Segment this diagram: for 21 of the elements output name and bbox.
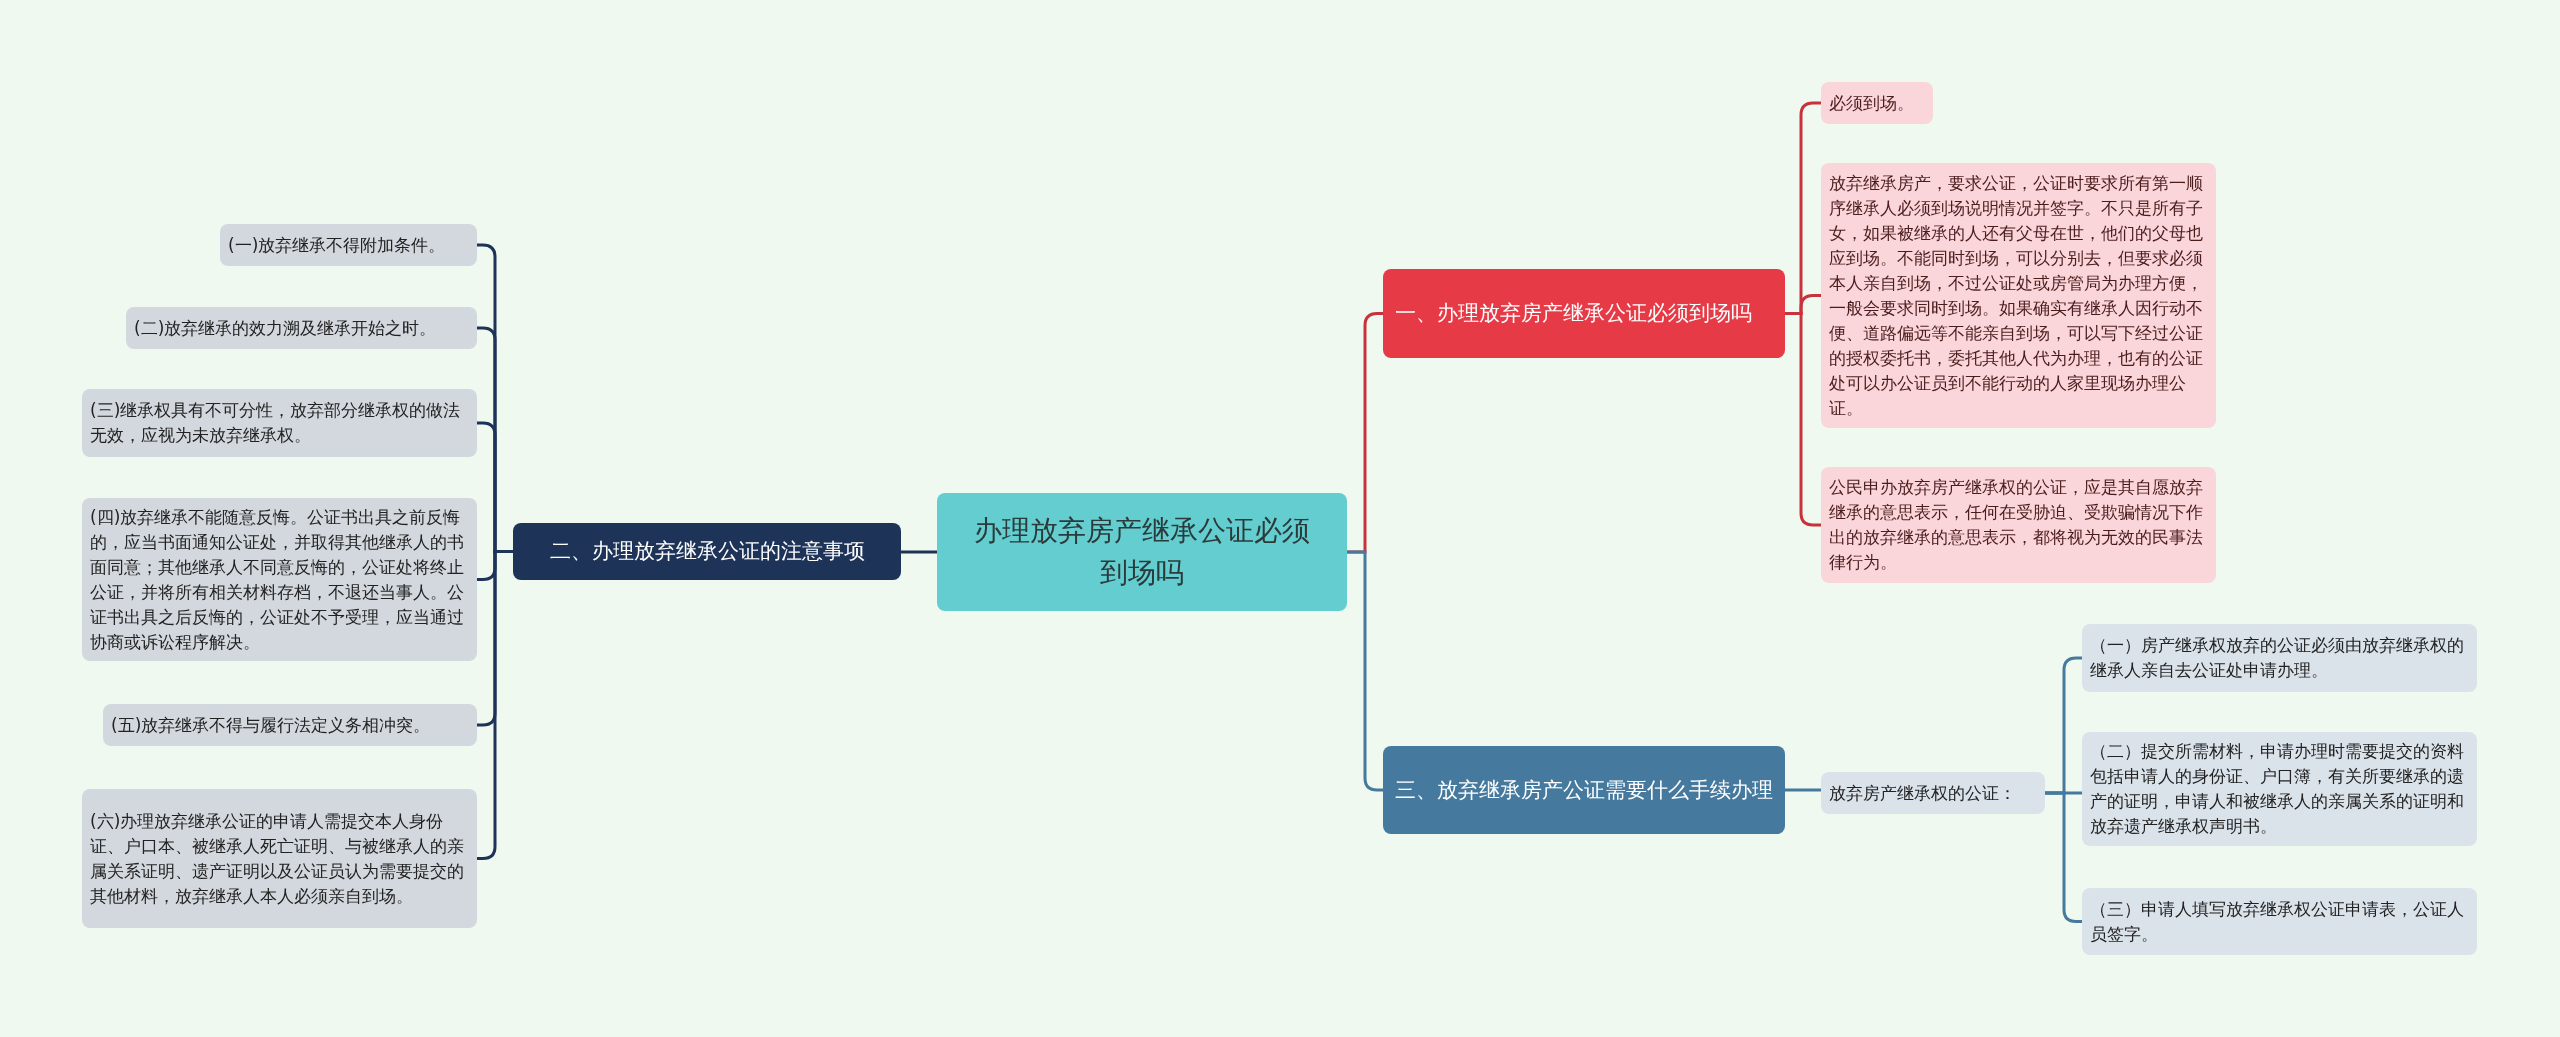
subtopic-box: (六)办理放弃继承公证的申请人需提交本人身份证、户口本、被继承人死亡证明、与被继承人的亲属关系证明、遗产证明以及公证员认为需要提交的其他材料，放弃继承人本人必须亲自到场。 <box>82 789 477 928</box>
subtopic-box: 公民申办放弃房产继承权的公证，应是其自愿放弃继承的意思表示，任何在受胁迫、受欺骗情况下作出的放弃继承的意思表示，都将视为无效的民事法律行为。 <box>1821 467 2216 583</box>
central-topic-box: 办理放弃房产继承公证必须到场吗 <box>937 493 1347 611</box>
branch-topic-box: 三、放弃继承房产公证需要什么手续办理 <box>1383 746 1785 834</box>
subtopic-box: 必须到场。 <box>1821 82 1933 124</box>
connector-line <box>1785 312 1821 527</box>
connector-line <box>1785 788 1821 792</box>
subtopic-box: (五)放弃继承不得与履行法定义务相冲突。 <box>103 704 477 746</box>
subtopic-box: 放弃房产继承权的公证： <box>1821 772 2045 814</box>
subtopic-box: (一)放弃继承不得附加条件。 <box>220 224 477 266</box>
subtopic-box: 放弃继承房产，要求公证，公证时要求所有第一顺序继承人必须到场说明情况并签字。不只是所有子女，如果被继承的人还有父母在世，他们的父母也应到场。不能同时到场，可以分别去，但要求必须本人亲自到场，不过公证处或房管局为办理方便，一般会要求同时到场。如果确实有继承人因行动不便、道路偏远等不能亲自到场，可以写下经过公证的授权委托书，委托其他人代为办理，也有的公证处可以办公证员到不能行动的人家里现场办理公证。 <box>1821 163 2216 428</box>
subtopic-box: (四)放弃继承不能随意反悔。公证书出具之前反悔的，应当书面通知公证处，并取得其他继承人的书面同意；其他继承人不同意反悔的，公证处将终止公证，并将所有相关材料存档，不退还当事人。公证书出具之后反悔的，公证处不予受理，应当通过协商或诉讼程序解决。 <box>82 498 477 661</box>
subtopic-box: （一）房产继承权放弃的公证必须由放弃继承权的继承人亲自去公证处申请办理。 <box>2082 624 2477 692</box>
connector-line <box>477 550 513 860</box>
branch-topic-box: 一、办理放弃房产继承公证必须到场吗 <box>1383 269 1785 358</box>
subtopic-box: (三)继承权具有不可分性，放弃部分继承权的做法无效，应视为未放弃继承权。 <box>82 389 477 457</box>
subtopic-box: (二)放弃继承的效力溯及继承开始之时。 <box>126 307 477 349</box>
connector-line <box>901 550 937 554</box>
subtopic-box: （三）申请人填写放弃继承权公证申请表，公证人员签字。 <box>2082 888 2477 955</box>
branch-topic-box: 二、办理放弃继承公证的注意事项 <box>513 523 901 580</box>
subtopic-box: （二）提交所需材料，申请办理时需要提交的资料包括申请人的身份证、户口簿，有关所要继承的遗产的证明，申请人和被继承人的亲属关系的证明和放弃遗产继承权声明书。 <box>2082 732 2477 846</box>
